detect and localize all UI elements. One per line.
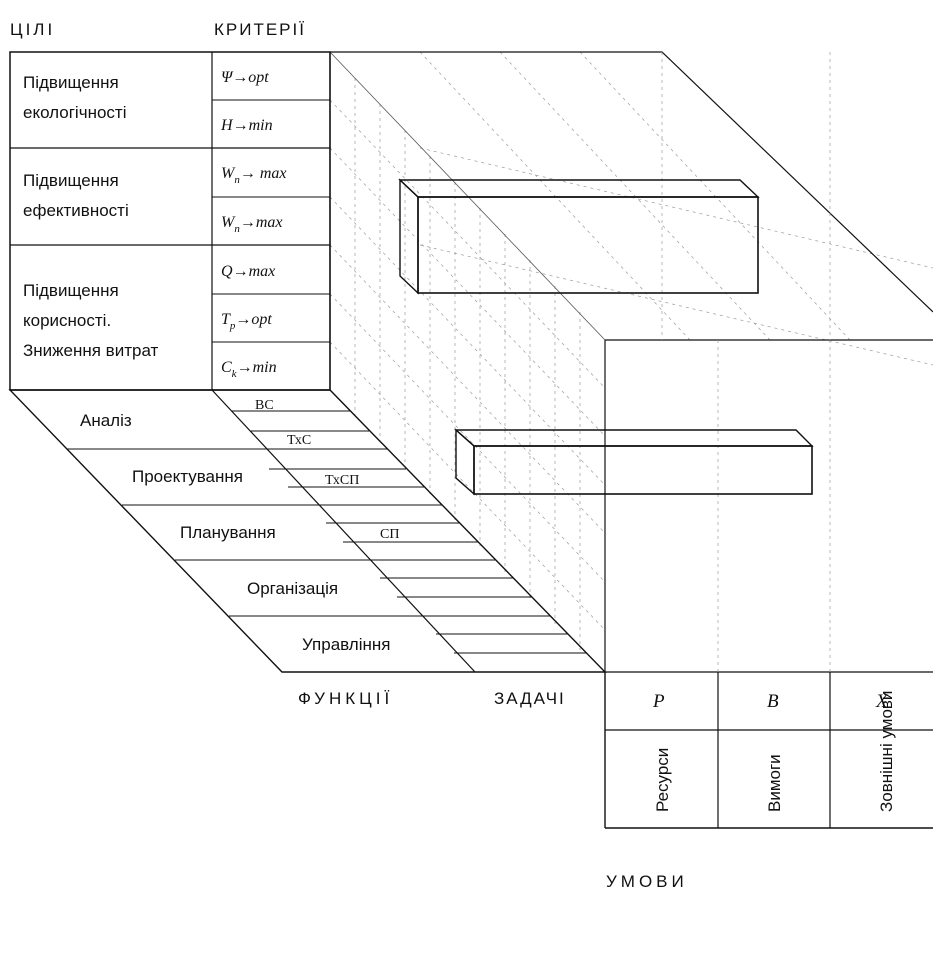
task-txcp: ТхСП xyxy=(325,473,359,488)
goal-efficiency-line2: ефективності xyxy=(23,201,129,220)
functions-block xyxy=(8,389,607,673)
criterion-7-subscript: k xyxy=(232,368,238,380)
condition-requirements: Вимоги xyxy=(765,754,784,812)
goal-usefulness-line2: корисності. xyxy=(23,311,111,330)
criteria-header: КРИТЕРІЇ xyxy=(214,20,306,39)
task-bc: ВС xyxy=(255,398,274,413)
criterion-6: Tp→opt xyxy=(221,311,272,332)
criterion-3-symbol: W xyxy=(221,165,236,182)
criterion-2: H→min xyxy=(220,117,273,134)
grid-line xyxy=(579,51,851,341)
criterion-5-relation: →max xyxy=(233,263,276,280)
grid-line xyxy=(419,244,933,366)
function-analysis: Аналіз xyxy=(80,411,132,430)
criterion-1-symbol: Ψ xyxy=(221,69,234,86)
grid-line xyxy=(329,293,606,583)
tasks-header: ЗАДАЧІ xyxy=(494,689,566,708)
criterion-6-relation: →opt xyxy=(235,311,272,328)
goal-efficiency-line1: Підвищення xyxy=(23,171,119,190)
goals-table xyxy=(9,51,331,391)
conditions-header: УМОВИ xyxy=(606,872,688,891)
condition-external: Зовнішні умови xyxy=(877,691,896,812)
function-organization: Організація xyxy=(247,579,338,598)
criterion-6-subscript: p xyxy=(229,320,236,332)
criterion-3-relation: → max xyxy=(240,165,287,182)
criterion-3-subscript: n xyxy=(234,174,240,186)
task-txc: ТхС xyxy=(287,433,311,448)
criterion-5: Q→max xyxy=(221,263,275,280)
grid-line xyxy=(329,244,606,534)
function-planning: Планування xyxy=(180,523,276,542)
criterion-6-symbol: T xyxy=(221,311,231,328)
criterion-4-relation: →max xyxy=(240,214,283,231)
goal-ecology: Підвищення екологічності xyxy=(23,73,126,122)
goal-ecology-line1: Підвищення xyxy=(23,73,119,92)
criterion-7: Ck→min xyxy=(221,359,277,380)
criterion-7-relation: →min xyxy=(237,359,277,376)
task-cp: СП xyxy=(380,527,399,542)
criterion-4-subscript: n xyxy=(234,223,240,235)
condition-symbol-b: B xyxy=(767,691,779,712)
cube-grid xyxy=(329,51,933,650)
goal-usefulness-line1: Підвищення xyxy=(23,281,119,300)
goals-header: ЦІЛІ xyxy=(10,20,55,39)
conditions-table xyxy=(604,672,933,829)
functions-header: ФУНКЦІЇ xyxy=(298,689,393,708)
grid-line xyxy=(329,99,606,389)
condition-symbol-x: X xyxy=(875,691,889,712)
condition-symbol-p: P xyxy=(652,691,665,712)
function-management: Управління xyxy=(302,635,390,654)
grid-line xyxy=(419,51,691,341)
criterion-2-relation: →min xyxy=(233,117,273,134)
criterion-5-symbol: Q xyxy=(221,263,233,280)
condition-resources: Ресурси xyxy=(653,748,672,812)
goal-usefulness: Підвищення корисності. Зниження витрат xyxy=(23,281,159,360)
cube-outline xyxy=(329,51,933,673)
goal-ecology-line2: екологічності xyxy=(23,103,126,122)
function-design: Проектування xyxy=(132,467,243,486)
criterion-4-symbol: W xyxy=(221,214,236,231)
box-lower xyxy=(454,428,814,496)
goal-usefulness-line3: Зниження витрат xyxy=(23,341,159,360)
grid-line xyxy=(329,341,606,631)
criterion-1-relation: →opt xyxy=(232,69,269,86)
grid-line xyxy=(329,196,606,486)
grid-line xyxy=(329,147,606,437)
criterion-4: Wn→max xyxy=(221,214,282,235)
grid-line xyxy=(419,147,933,269)
criterion-1: Ψ→opt xyxy=(221,69,269,86)
box-upper xyxy=(398,178,760,295)
criterion-3: Wn→ max xyxy=(221,165,286,186)
grid-line xyxy=(499,51,771,341)
criterion-2-symbol: H xyxy=(220,117,234,134)
goal-efficiency: Підвищення ефективності xyxy=(23,171,129,220)
criterion-7-symbol: C xyxy=(221,359,232,376)
